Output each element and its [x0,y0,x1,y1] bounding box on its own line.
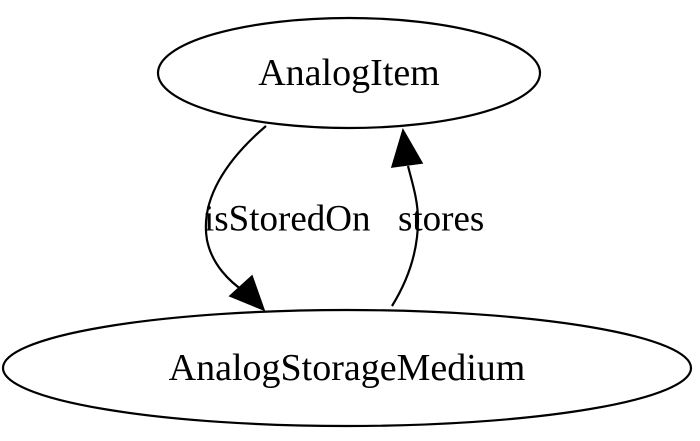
node-analog-storage-medium[interactable]: AnalogStorageMedium [1,308,693,428]
edge-stores-line [391,165,420,307]
edge-stores[interactable]: stores [390,127,484,307]
node-analog-item[interactable]: AnalogItem [156,16,542,130]
edge-is-stored-on-line [204,125,267,293]
node-analog-storage-medium-shape [1,308,693,428]
edge-is-stored-on-arrowhead [228,274,266,312]
node-analog-item-label: AnalogItem [258,52,440,94]
edge-is-stored-on-label: isStoredOn [204,199,371,240]
node-analog-storage-medium-label: AnalogStorageMedium [169,347,526,389]
edge-is-stored-on[interactable]: isStoredOn [204,125,371,312]
edge-stores-arrowhead [390,127,424,168]
edge-stores-label: stores [398,199,484,240]
node-analog-item-shape [156,16,542,130]
